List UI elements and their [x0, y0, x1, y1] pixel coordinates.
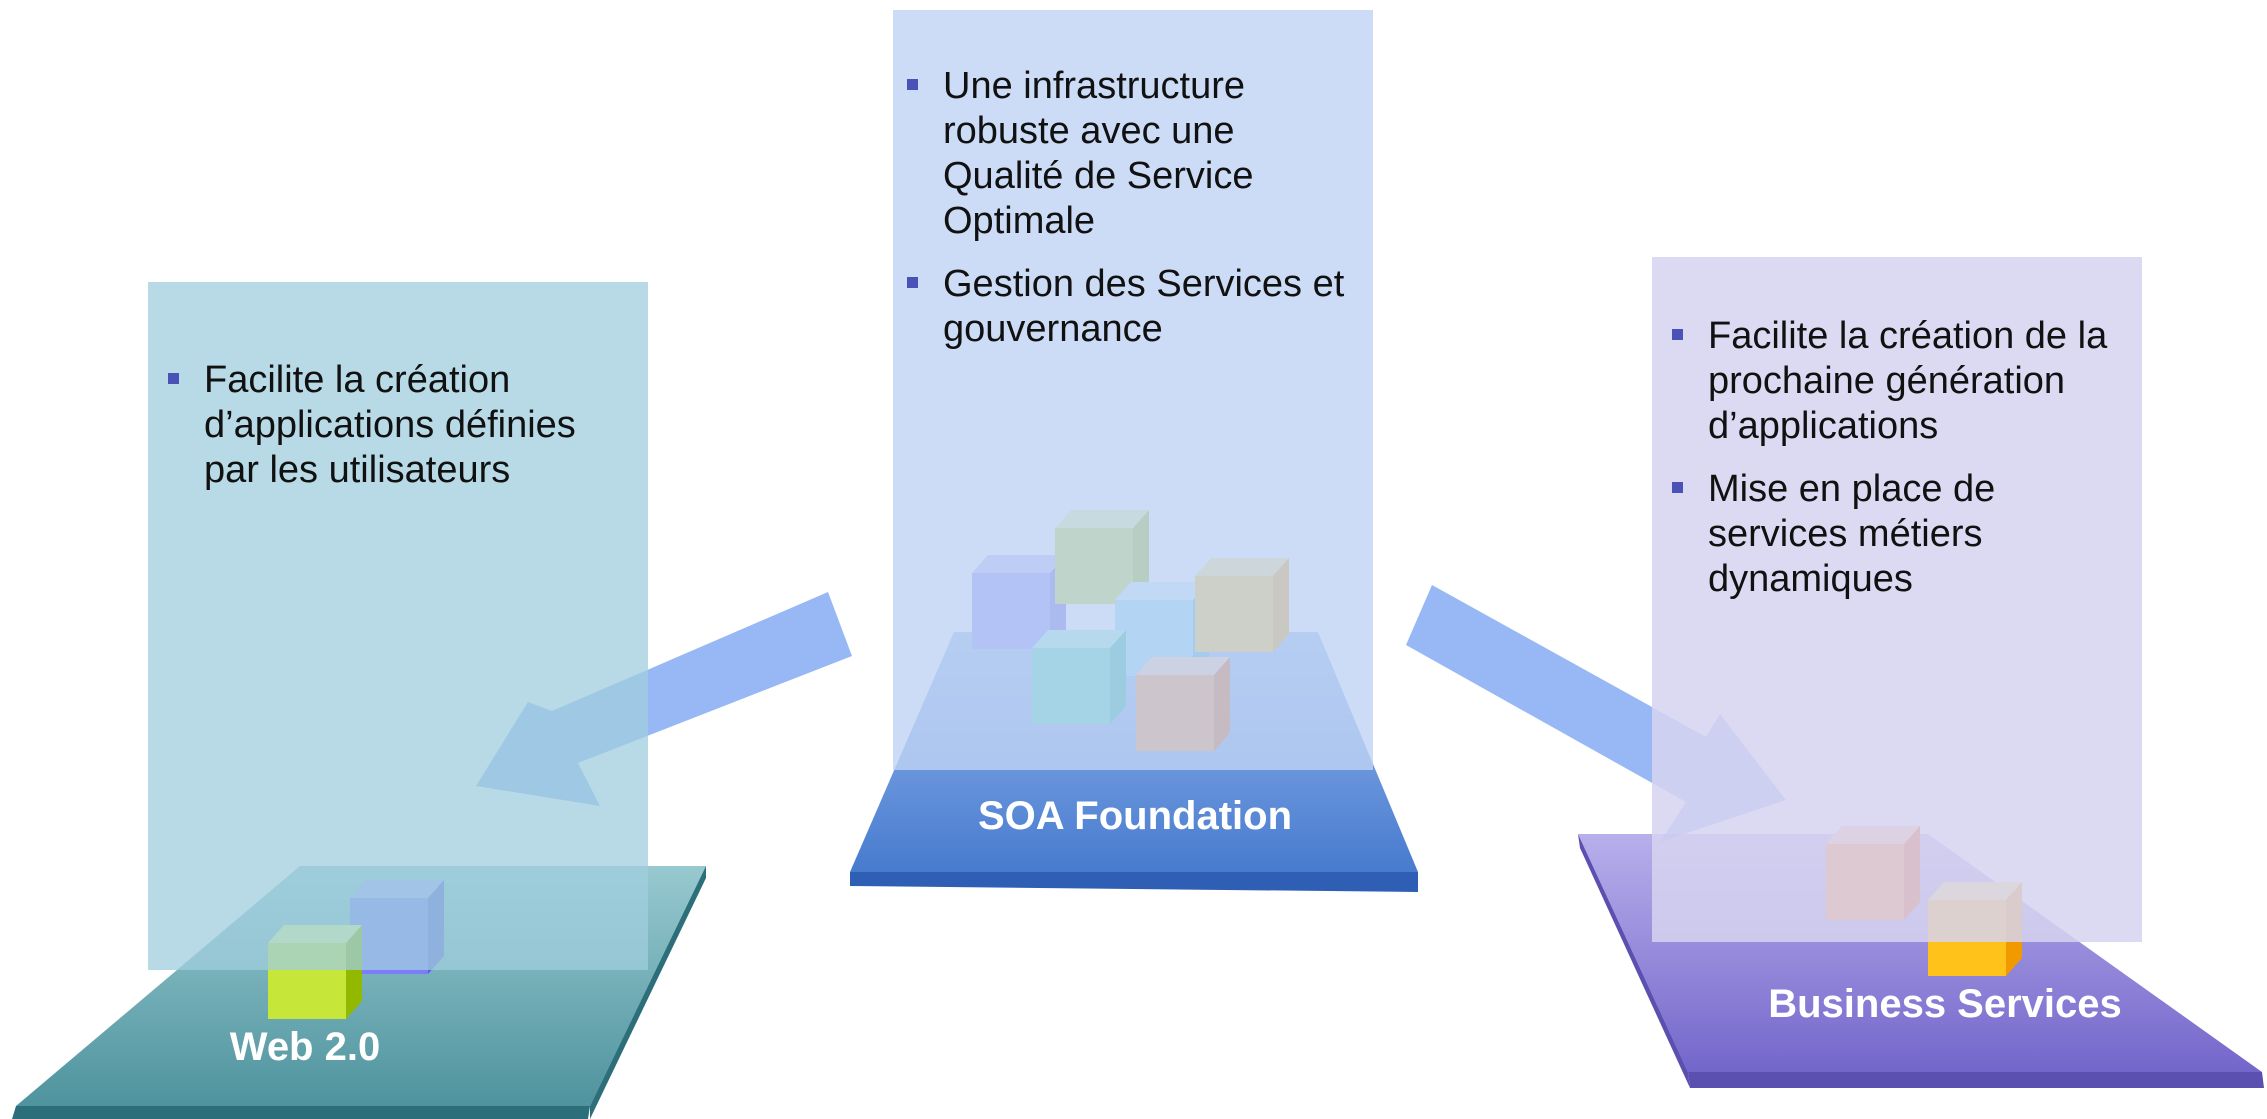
bullet-marker-icon	[907, 79, 918, 90]
bullet-text: Mise en place de services métiers dynami…	[1708, 468, 1996, 600]
web2-platform-label: Web 2.0	[229, 1025, 381, 1069]
business-panel	[1652, 257, 2142, 942]
bullet-text: Facilite la création de la prochaine gén…	[1708, 315, 2108, 447]
soa-bullet-list: Une infrastructure robuste avec une Qual…	[903, 64, 1363, 370]
bullet-text: Une infrastructure robuste avec une Qual…	[943, 65, 1254, 242]
bullet-item: Mise en place de services métiers dynami…	[1668, 467, 2133, 602]
bullet-marker-icon	[907, 277, 918, 288]
bullet-item: Facilite la création de la prochaine gén…	[1668, 314, 2133, 449]
bullet-text: Gestion des Services et gouvernance	[943, 263, 1345, 350]
business-platform-label: Business Services	[1768, 982, 2122, 1026]
bullet-item: Gestion des Services et gouvernance	[903, 262, 1363, 352]
bullet-item: Une infrastructure robuste avec une Qual…	[903, 64, 1363, 244]
bullet-text: Facilite la création d’applications défi…	[204, 359, 576, 491]
soa-platform-label: SOA Foundation	[977, 794, 1293, 838]
bullet-marker-icon	[1672, 482, 1683, 493]
web2-panel	[148, 282, 648, 970]
business-bullet-list: Facilite la création de la prochaine gén…	[1668, 314, 2133, 620]
bullet-marker-icon	[168, 373, 179, 384]
soa-panel	[893, 10, 1373, 770]
web2-bullet-list: Facilite la création d’applications défi…	[164, 358, 639, 511]
bullet-item: Facilite la création d’applications défi…	[164, 358, 639, 493]
bullet-marker-icon	[1672, 329, 1683, 340]
